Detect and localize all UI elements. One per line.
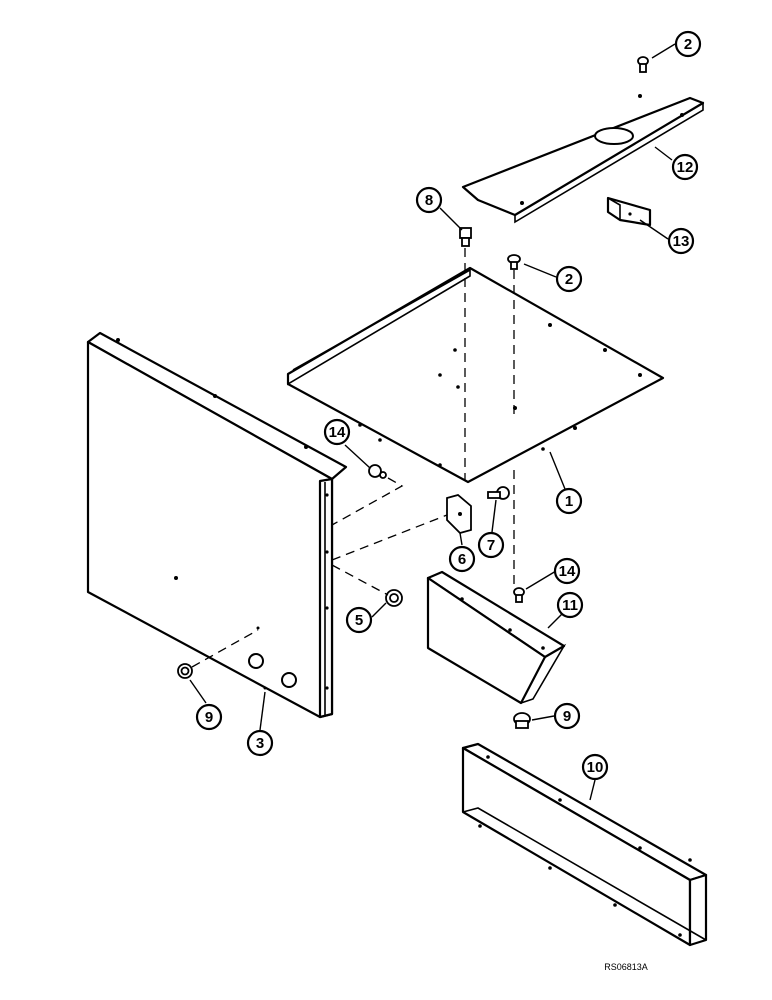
callout-label: 11 [562,597,578,614]
callout-7[interactable]: 7 [477,531,505,559]
screw-2-panel [507,254,521,270]
callout-10[interactable]: 10 [581,753,609,781]
callout-label: 12 [677,159,694,176]
bolt-7 [487,486,510,500]
nut-9-left [177,663,193,679]
callout-label: 13 [673,233,690,250]
callout-label: 14 [559,563,576,580]
callout-11[interactable]: 11 [556,591,584,619]
screw-2-top [637,56,649,73]
callout-1[interactable]: 1 [555,487,583,515]
part-13-angle-bracket [606,196,652,227]
bracket-6 [446,494,472,535]
callout-9-left[interactable]: 9 [195,703,223,731]
callout-label: 2 [684,36,692,53]
callout-label: 7 [487,537,495,554]
callout-14-lower[interactable]: 14 [553,557,581,585]
part-10-bottom-channel [461,742,708,947]
callout-label: 9 [205,709,213,726]
callout-label: 2 [565,271,573,288]
callout-label: 1 [565,493,573,510]
callout-2-top[interactable]: 2 [674,30,702,58]
nut-9-bottom [513,712,531,729]
callout-3[interactable]: 3 [246,729,274,757]
callout-label: 14 [329,424,346,441]
callout-label: 3 [256,735,264,752]
callout-label: 6 [458,551,466,568]
part-1-top-panel [286,266,665,484]
callout-5[interactable]: 5 [345,606,373,634]
callout-label: 10 [587,759,604,776]
callout-2-panel[interactable]: 2 [555,265,583,293]
nut-14-upper [368,464,387,479]
leader-lines [189,43,676,801]
callout-13[interactable]: 13 [667,227,695,255]
callout-label: 9 [563,708,571,725]
bolt-8 [459,227,472,247]
screw-14-lower [513,587,525,603]
callout-12[interactable]: 12 [671,153,699,181]
reference-code: RS06813A [604,962,648,972]
part-3-side-panel [86,331,348,719]
callout-8[interactable]: 8 [415,186,443,214]
callout-14-upper[interactable]: 14 [323,418,351,446]
part-12-top-plate [461,94,705,224]
nut-5 [385,589,403,607]
callout-9-bottom[interactable]: 9 [553,702,581,730]
part-11-angled-panel [426,570,567,705]
callout-6[interactable]: 6 [448,545,476,573]
callout-label: 5 [355,612,363,629]
callout-label: 8 [425,192,433,209]
assembly-lines [191,248,515,668]
